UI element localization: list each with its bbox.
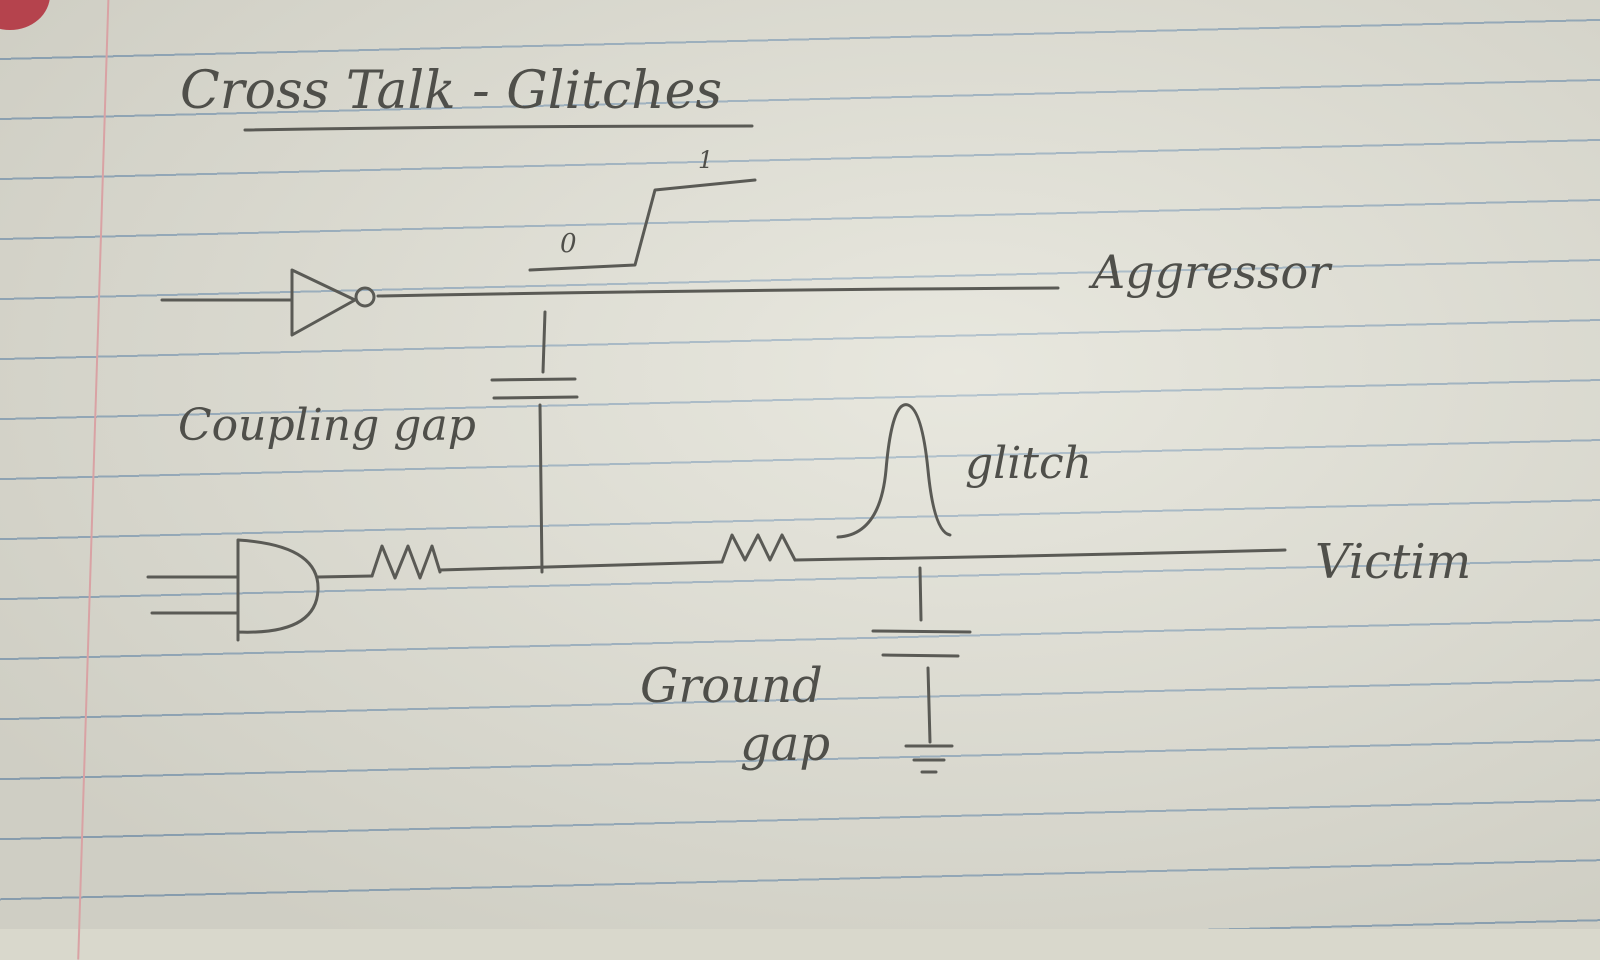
aggressor-inverter	[160, 268, 376, 337]
page-title: Cross Talk - Glitches	[180, 61, 722, 121]
aggressor-transition-waveform	[528, 178, 757, 272]
crosstalk-diagram: Cross Talk - Glitches 0 1 Aggressor Coup…	[146, 61, 1471, 774]
glitch-pulse	[836, 403, 952, 539]
coupling-cap-top-lead	[541, 310, 547, 374]
ground-capacitor	[871, 566, 972, 744]
ground-cap-top-lead	[918, 566, 923, 622]
ground-cap-bottom-lead	[926, 666, 932, 744]
ground-gap-label-line2: gap	[740, 716, 830, 772]
and-gate-body	[236, 538, 320, 642]
inverter-bubble	[354, 286, 376, 308]
coupling-capacitor	[490, 310, 579, 574]
coupling-cap-plate-bottom	[492, 395, 579, 400]
ground-cap-plate-top	[871, 629, 972, 634]
victim-and-gate	[146, 538, 320, 642]
victim-resistor-1	[370, 544, 442, 580]
victim-wire	[793, 548, 1287, 562]
glitch-label: glitch	[965, 438, 1092, 489]
coupling-cap-bottom-lead	[538, 403, 544, 574]
aggressor-wire	[376, 286, 1060, 298]
ground-symbol-icon	[904, 744, 954, 774]
level-high-label: 1	[698, 146, 713, 174]
ground-cap-plate-bottom	[881, 653, 960, 658]
notebook-paper	[0, 0, 1600, 929]
victim-label: Victim	[1315, 534, 1471, 590]
victim-resistor-2	[720, 533, 797, 564]
level-low-label: 0	[560, 229, 577, 259]
title-underline	[243, 124, 754, 132]
inverter-triangle	[290, 268, 357, 337]
victim-wire-segment-1	[316, 574, 374, 579]
coupling-cap-plate-top	[490, 377, 577, 382]
coupling-gap-label: Coupling gap	[178, 400, 476, 451]
ground-gap-label-line1: Ground	[640, 658, 823, 714]
victim-wire-segment-2	[438, 560, 724, 572]
aggressor-label: Aggressor	[1088, 245, 1333, 299]
